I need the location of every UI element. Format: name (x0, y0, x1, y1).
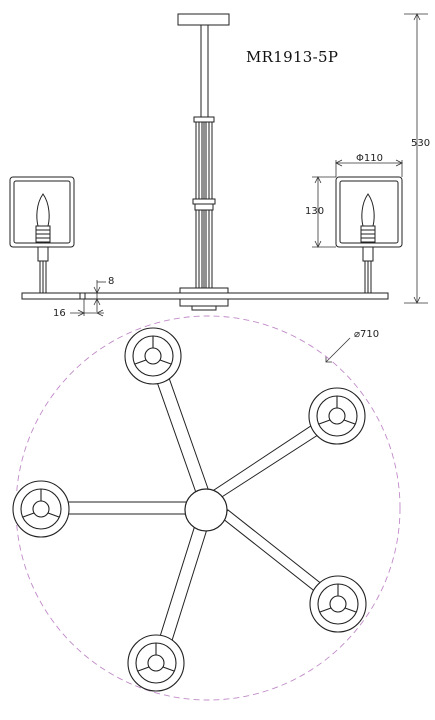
shade-height-label: 130 (305, 206, 325, 217)
ceiling-canopy (177, 13, 230, 26)
top-view (12, 315, 401, 701)
height-dimension (404, 13, 428, 304)
arm-thickness-label: 8 (108, 276, 115, 287)
top-hub (184, 488, 228, 532)
span-diameter-leader (325, 337, 351, 363)
shade-height-dimension (312, 176, 336, 248)
top-lamp-4 (309, 575, 367, 633)
top-lamp-2 (308, 387, 366, 445)
top-lamp-1 (124, 327, 182, 385)
upper-rod (200, 24, 209, 122)
left-lamp (9, 176, 75, 293)
upper-fluted-column (192, 116, 216, 211)
top-lamp-5 (127, 634, 185, 692)
total-height-label: 530 (411, 138, 431, 149)
span-diameter-label: ⌀710 (354, 329, 380, 340)
dimension-lines (70, 13, 428, 363)
shade-diameter-dimension (335, 159, 403, 177)
arm-offset-label: 16 (53, 308, 66, 319)
side-view (9, 13, 403, 311)
horizontal-arm (21, 292, 389, 300)
model-number: MR1913-5P (246, 48, 339, 66)
arm-offset-dimension (70, 299, 104, 317)
lower-fluted-column (195, 209, 213, 289)
right-lamp (335, 176, 403, 293)
arm-thickness-dimension (93, 280, 106, 312)
shade-diameter-label: Φ110 (356, 153, 383, 164)
top-lamp-3 (12, 480, 70, 538)
